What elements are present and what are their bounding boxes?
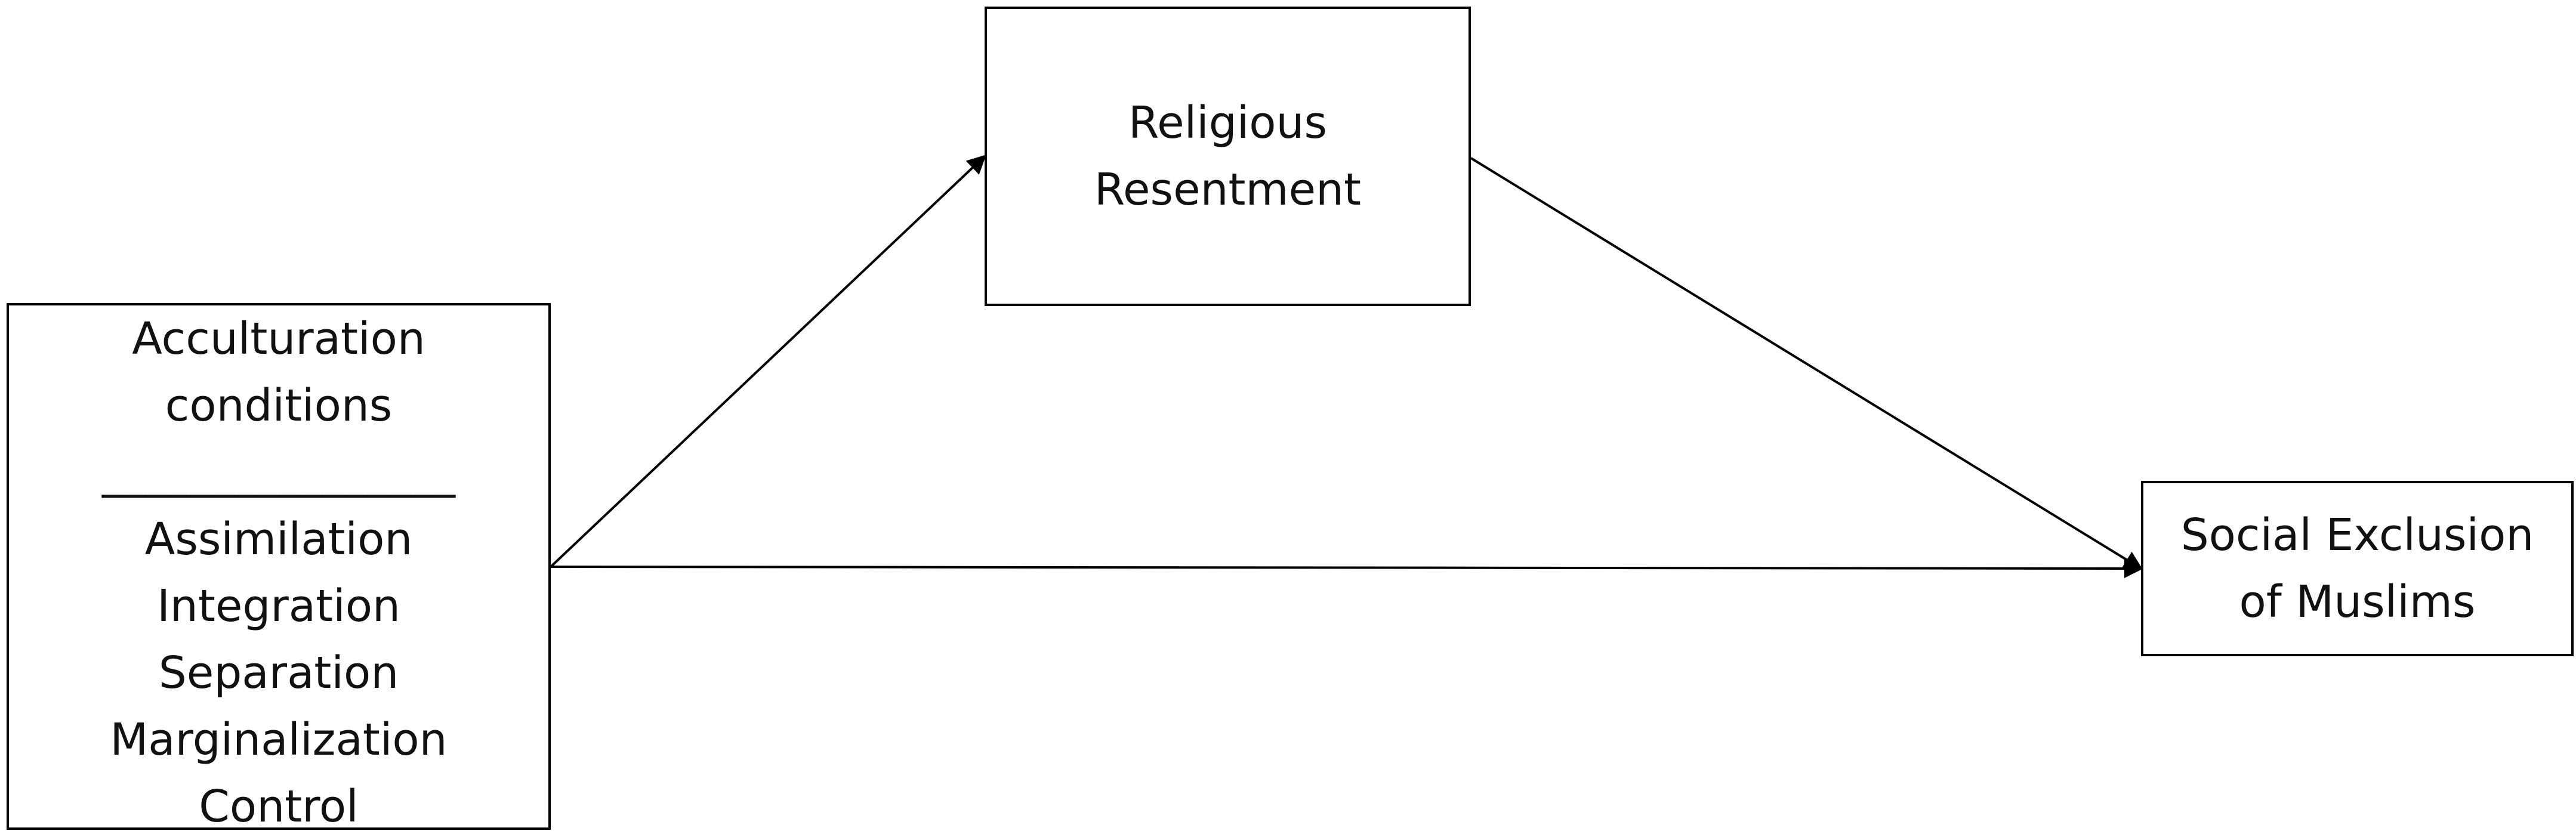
arrow-acculturation-to-religious-resentment: [550, 155, 986, 568]
social-exclusion-line-1: Social Exclusion: [2180, 509, 2534, 561]
social-exclusion-box: Social Exclusion of Muslims: [2141, 481, 2574, 656]
religious-resentment-line-1: Religious: [1128, 97, 1327, 149]
social-exclusion-line-2: of Muslims: [2239, 576, 2476, 628]
condition-item-marginalization: Marginalization: [110, 714, 448, 765]
acculturation-title-line-1: Acculturation: [132, 313, 425, 365]
acculturation-conditions-box: Acculturation conditions _______________…: [7, 303, 551, 832]
condition-item-assimilation: Assimilation: [144, 514, 413, 565]
arrow-acculturation-to-social-exclusion: [550, 558, 2143, 578]
condition-item-separation: Separation: [158, 647, 399, 699]
condition-item-integration: Integration: [157, 580, 400, 632]
acculturation-separator: ________________: [102, 447, 455, 498]
acculturation-title-line-2: conditions: [165, 380, 393, 431]
arrow-religious-resentment-to-social-exclusion: [1470, 157, 2143, 570]
condition-item-control: Control: [199, 781, 359, 832]
religious-resentment-box: Religious Resentment: [985, 7, 1471, 306]
religious-resentment-line-2: Resentment: [1094, 164, 1362, 215]
